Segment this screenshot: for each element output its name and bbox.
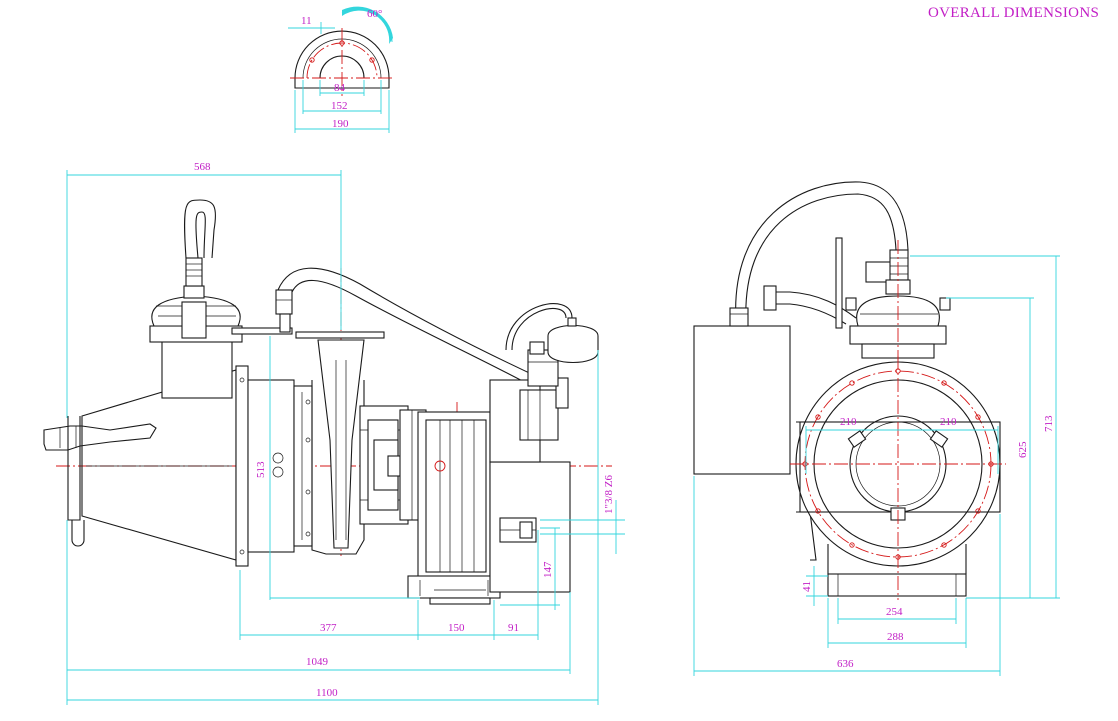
dim-height-147: 147 [542,561,554,578]
dim-width-254: 254 [886,606,903,618]
dim-offset: 11 [301,15,312,27]
side-view: 568 513 377 150 91 147 1"3/8 Z6 1049 110… [43,161,625,705]
dim-angle: 60° [367,8,382,20]
dim-top-length: 568 [194,161,211,173]
flange-detail-view: 60° 11 84 152 190 [288,6,395,133]
dim-seg-150: 150 [448,622,465,634]
drawing-title: OVERALL DIMENSIONS [928,5,1099,21]
dim-inner: 84 [334,82,346,94]
dim-width-636: 636 [837,658,854,670]
dim-seg-377: 377 [320,622,337,634]
front-view: 210 210 625 713 41 254 288 636 [693,181,1060,676]
dim-bolt-circle: 152 [331,100,348,112]
dim-seg-91: 91 [508,622,519,634]
dim-length-1049: 1049 [306,656,329,668]
dim-height-41: 41 [801,581,813,592]
dim-outer: 190 [332,118,349,130]
dim-right-210: 210 [940,416,957,428]
dim-height-713: 713 [1043,415,1055,432]
flange-bolts [802,368,994,560]
dim-left-210: 210 [840,416,857,428]
dim-width-288: 288 [887,631,904,643]
dim-thread: 1"3/8 Z6 [603,474,615,514]
dim-height-625: 625 [1017,441,1029,458]
dim-length-1100: 1100 [316,687,338,699]
dim-flange-height: 513 [255,461,267,478]
